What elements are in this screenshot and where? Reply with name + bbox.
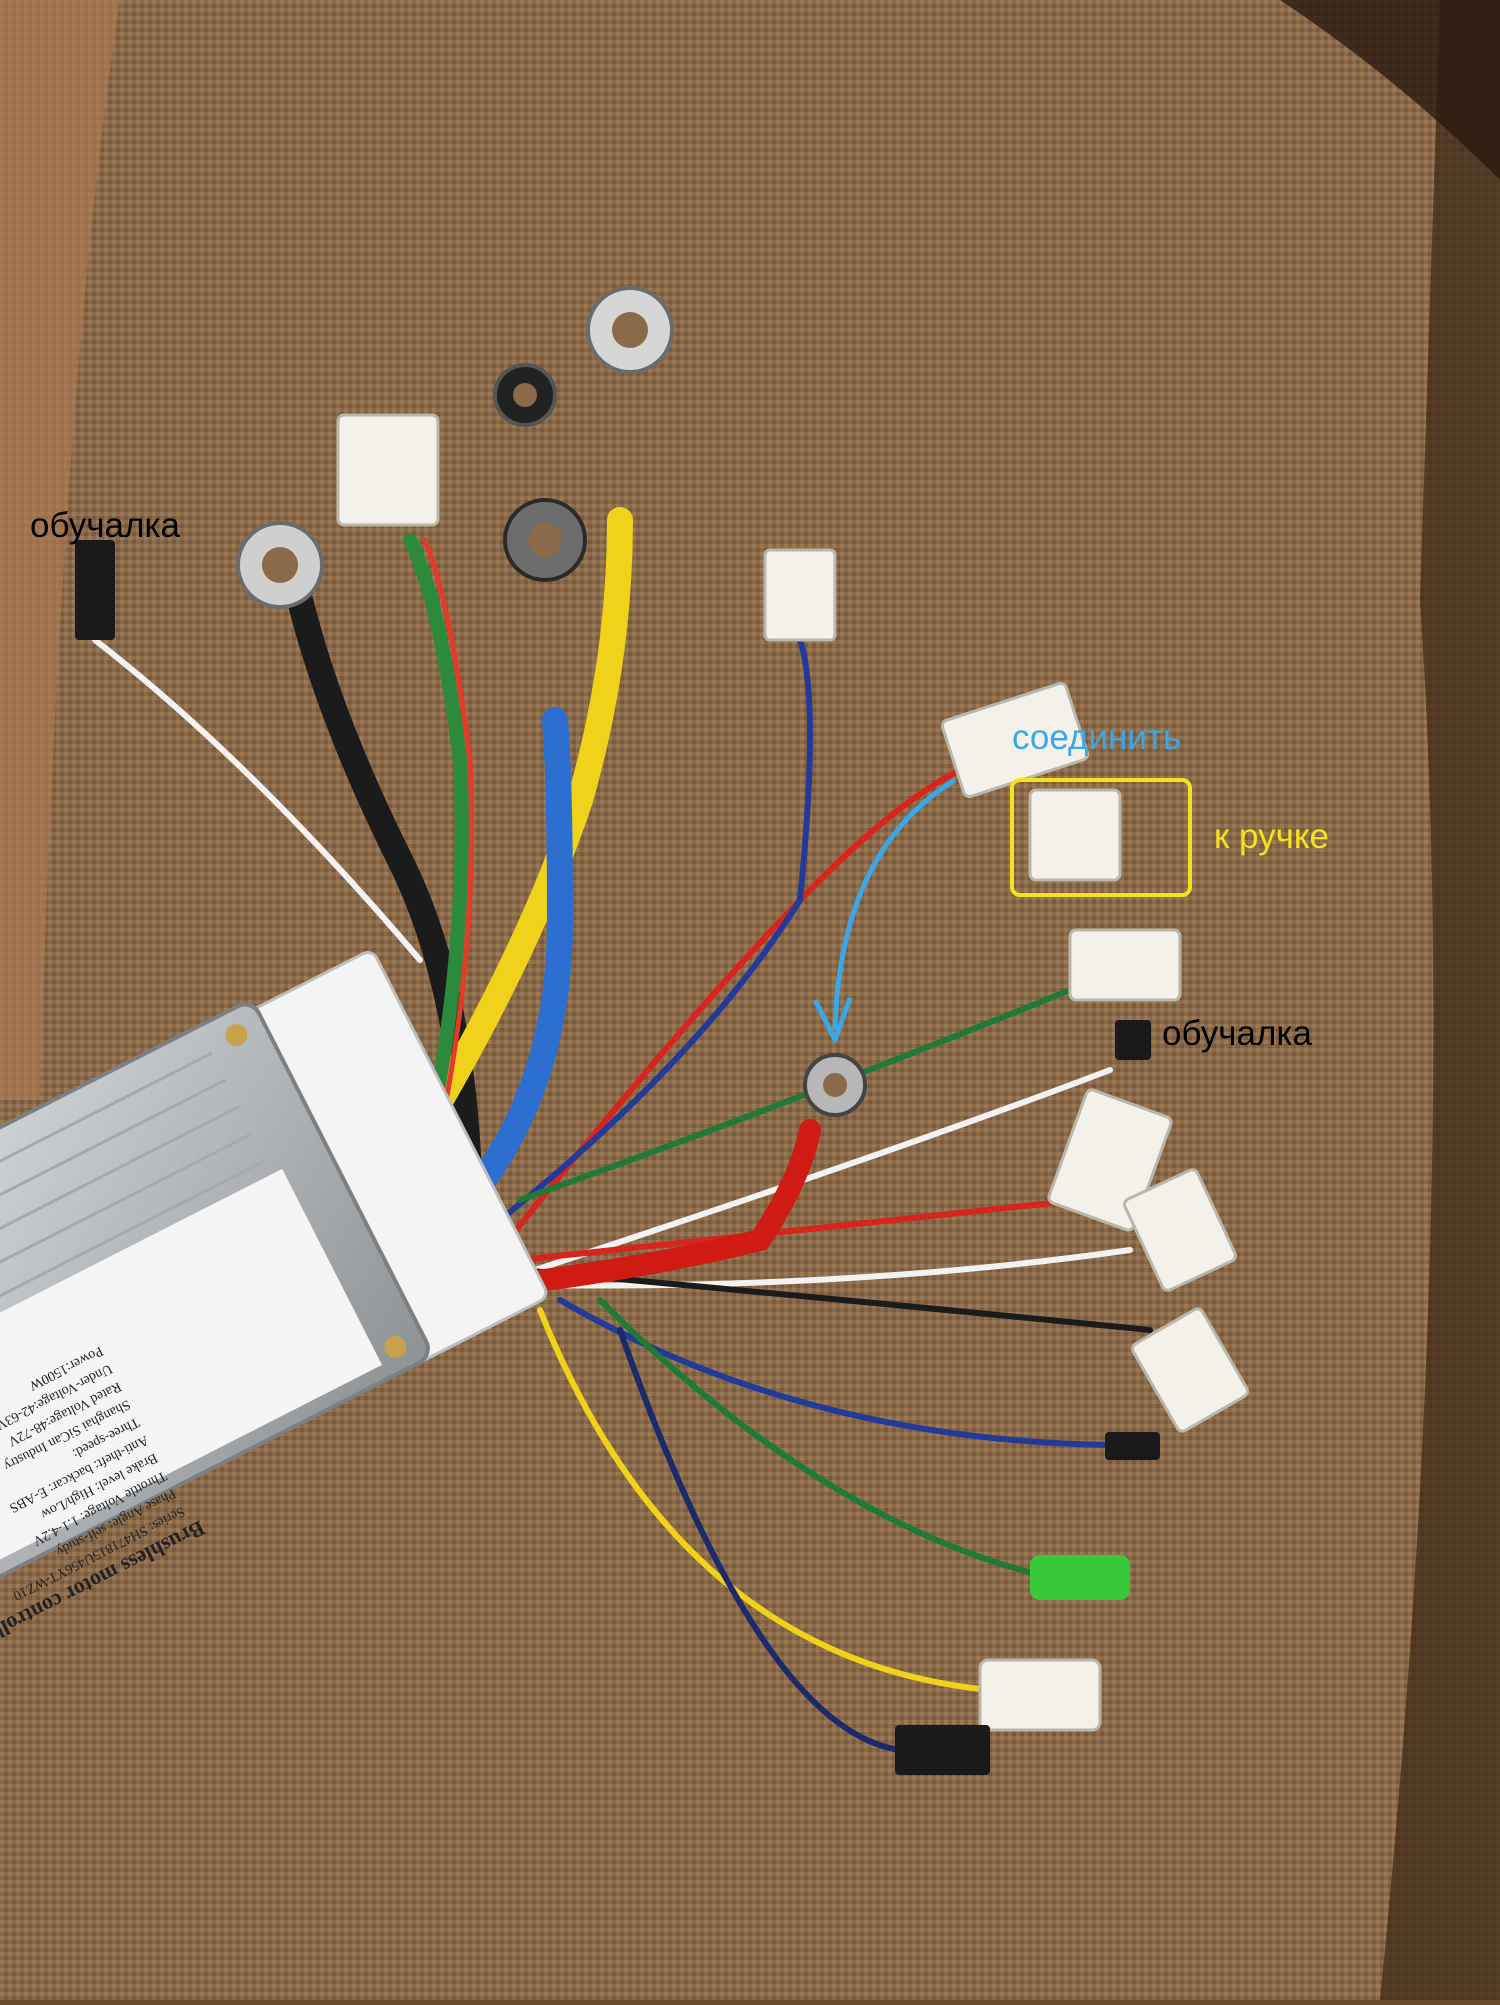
wire-blue-bottom [557,1297,1113,1448]
to-handle-annotation: к ручке [1214,817,1330,856]
wire-blue-phase [417,707,574,1253]
training-wire-annotation-left: обучалка [30,506,180,545]
connector-green [1030,1555,1130,1600]
training-connector-left [75,540,115,640]
sofa-shadow-left [0,0,120,1100]
wire-bundle [92,507,1153,1753]
wire-navy-bottom [617,1327,903,1753]
connector-small-black [1105,1432,1160,1460]
wire-hall-bundle [403,533,469,1187]
controller [0,951,548,1634]
controller-label-sticker [0,1168,382,1620]
wire-white-left [92,637,423,963]
training-wire-annotation-right: обучалка [1162,1014,1312,1053]
connector-right-1 [1068,928,1182,1002]
connector-to-handle [1028,788,1122,882]
wire-red-signal [497,767,963,1253]
wire-yellow-bottom [537,1307,993,1693]
wire-white-right [517,1067,1113,1278]
hall-connector [336,413,440,527]
connectors [75,413,1249,1775]
ring-terminals [236,286,867,1117]
connect-annotation: соединить [1012,718,1182,757]
controller-screw [225,1024,248,1047]
training-connector-right [1115,1020,1151,1060]
wire-blue-signal [497,637,813,1223]
connector-right-3 [1123,1168,1237,1292]
connector-black-bottom [895,1725,990,1775]
wire-white-2 [517,1247,1133,1289]
sofa-top-corner [1280,0,1500,180]
wire-green-bottom [597,1297,1043,1578]
connector-white-bottom [978,1658,1102,1732]
connector-top-small [763,548,837,642]
connect-arrow [832,777,957,1031]
to-handle-highlight-box [1010,778,1192,897]
wire-green-signal [517,987,1073,1203]
connect-arrowhead [812,997,853,1043]
wire-black-phase [287,587,483,1243]
wire-red-2 [517,1197,1083,1263]
connector-right-4 [1131,1307,1249,1433]
sofa-shadow-right [1380,0,1500,2000]
